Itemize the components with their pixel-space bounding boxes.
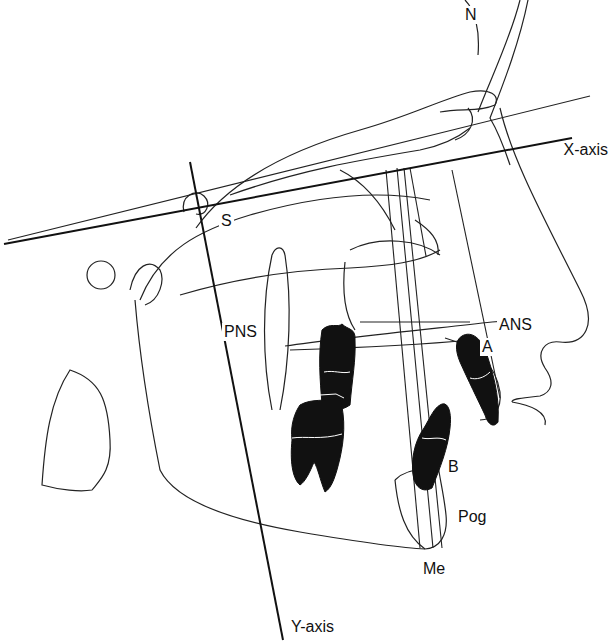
reference-lines: [8, 96, 590, 548]
teeth: [291, 324, 498, 492]
axis-label: X-axis: [562, 141, 610, 159]
landmark-label: A: [480, 338, 495, 356]
landmark-label: B: [446, 458, 461, 476]
landmark-label: Me: [421, 560, 447, 578]
landmark-label: Pog: [456, 508, 488, 526]
landmark-label: S: [219, 212, 234, 230]
axis-label: Y-axis: [289, 618, 336, 636]
landmark-label: PNS: [222, 323, 259, 341]
landmark-label: ANS: [497, 316, 534, 334]
bone-outlines: [42, 0, 588, 549]
landmark-label: N: [463, 6, 479, 24]
axis-lines: [4, 138, 572, 640]
tooth-details: [292, 371, 490, 440]
